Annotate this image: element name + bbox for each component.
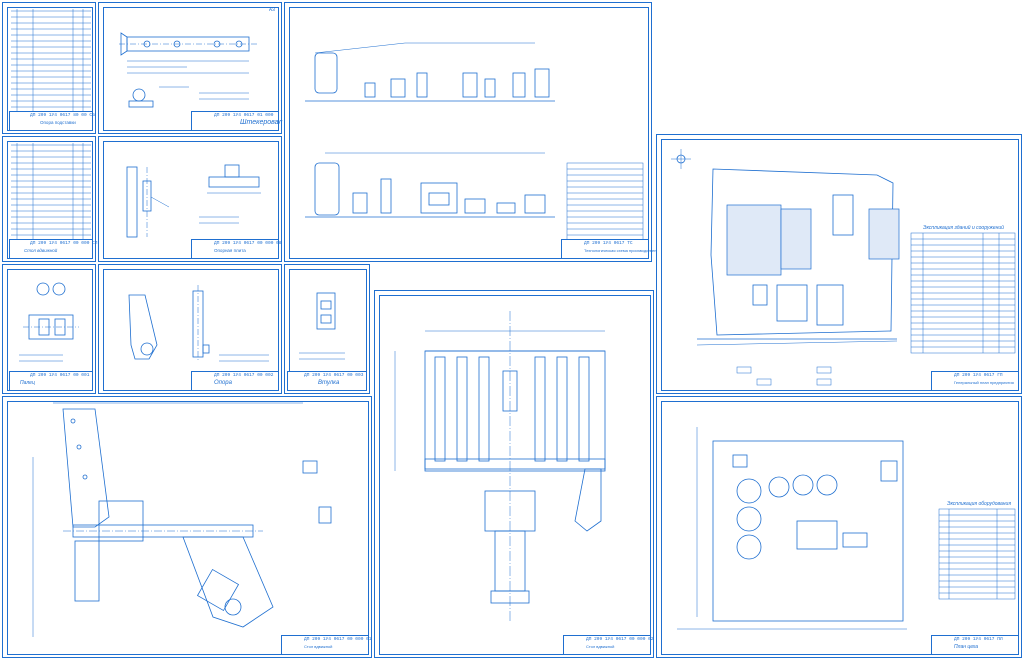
drawing-code: ДП 209 1У4 0617 ПЛ [954,637,1003,642]
title-block: ДП 209 1У4 0617 00 002 Опора [191,371,279,391]
drawing-code: ДП 209 1У4 0617 00 000 СП [30,241,98,246]
sheet-frame [661,139,1019,391]
drawing-title: Штекеровал [240,119,283,126]
title-block: ДП 209 1У4 0617 00 000 01 Стол вдвижной [281,635,372,655]
sheet-plan: Экспликация оборудования ДП 209 1У4 0617… [656,396,1022,658]
drawing-title: Втулка [318,380,340,386]
drawing-code: ДП 209 1У4 0617 00 000 01 [304,637,372,642]
drawing-code: ДП 209 1У4 0617 00 003 [304,373,364,378]
drawing-title: Генеральный план предприятия [954,380,1014,385]
title-block: ДП 209 1У4 0617 80 00 СБ Опора подставки [9,111,95,131]
sheet-tech-scheme: ДП 209 1У4 0617 ТС Технологическая схема… [284,2,676,262]
drawing-code: ДП 209 1У4 0617 01 000 [214,113,274,118]
drawing-title: Стол вдвижной [24,248,58,253]
vtulka-drawing [299,292,345,360]
sheet-frame-stol: ДП 209 1У4 0617 00 000 02 Стол вдвижной [374,290,654,658]
drawing-title: Опора [214,380,232,386]
frame-drawing [394,311,606,621]
title-block: ДП 209 1У4 0617 ГП Генеральный план пред… [931,371,1019,391]
sheet-frame [7,401,369,655]
title-block: ДП 209 1У4 0617 00 003 Втулка [287,371,367,391]
drawing-code: ДП 209 1У4 0617 00 001 [30,373,90,378]
palets-drawing [19,282,79,362]
sheet-shtekerval: A3 ДП 209 1У4 0617 01 000 Штекеровал [98,2,282,134]
drawing-title: Палец [20,380,35,386]
genplan-legend-title: Экспликация зданий и сооружений [923,225,1004,231]
drawing-title: Технологическая схема производственной л… [584,248,676,253]
sheet-vtulka: ДП 209 1У4 0617 00 003 Втулка [284,264,370,394]
sheet-frame [289,7,649,259]
sheet-palets: ДП 209 1У4 0617 00 001 Палец [2,264,96,394]
genplan-drawing [671,149,1016,386]
title-block: ДП 209 1У4 0617 00 001 Палец [9,371,93,391]
drawing-code: ДП 209 1У4 0617 ТС [584,241,633,246]
drawing-title: План цеха [954,644,979,650]
sheet-opora: ДП 209 1У4 0617 00 002 Опора [98,264,282,394]
opora-drawing [128,285,269,362]
spec-table-drawing [11,9,91,113]
title-block: ДП 209 1У4 0617 00 000 СП Стол вдвижной [9,239,98,259]
drawing-code: ДП 209 1У4 0617 00 002 [214,373,274,378]
assembly-drawing [32,402,332,637]
opora-plita-drawing [126,164,261,238]
sheet-spec-opora: ДП 209 1У4 0617 80 00 СБ Опора подставки [2,2,96,134]
drawing-code: ДП 209 1У4 0617 80 00 СБ [30,113,95,118]
sheet-opora-plita: ДП 209 1У4 0617 00 000 08 Опорная плита [98,136,282,262]
plan-drawing [677,427,1016,630]
sheet-frame [379,295,651,655]
sheet-spec-stol: ДП 209 1У4 0617 00 000 СП Стол вдвижной [2,136,98,262]
title-block: ДП 209 1У4 0617 01 000 Штекеровал [191,111,283,131]
drawing-title: Стол вдвижной [304,644,333,649]
sheet-assembly: ДП 209 1У4 0617 00 000 01 Стол вдвижной [2,396,372,658]
spec2-table-drawing [11,143,91,241]
sheet-genplan: Экспликация зданий и сооружений ДП 209 1… [656,134,1022,394]
tech-scheme-drawing [305,42,644,242]
title-block: ДП 209 1У4 0617 00 000 08 Опорная плита [191,239,282,259]
plan-legend-title: Экспликация оборудования [947,501,1011,507]
shtekerval-drawing [119,32,259,108]
sheet-frame [661,401,1019,655]
sheet-format: A3 [268,7,275,13]
drawing-title: Опора подставки [40,120,76,125]
drawing-code: ДП 209 1У4 0617 ГП [954,373,1003,378]
title-block: ДП 209 1У4 0617 ПЛ План цеха [931,635,1019,655]
drawing-code: ДП 209 1У4 0617 00 000 08 [214,241,282,246]
drawing-title: Стол вдвижной [586,644,615,649]
title-block: ДП 209 1У4 0617 00 000 02 Стол вдвижной [563,635,654,655]
drawing-title: Опорная плита [214,248,246,253]
title-block: ДП 209 1У4 0617 ТС Технологическая схема… [561,239,676,259]
drawing-code: ДП 209 1У4 0617 00 000 02 [586,637,654,642]
